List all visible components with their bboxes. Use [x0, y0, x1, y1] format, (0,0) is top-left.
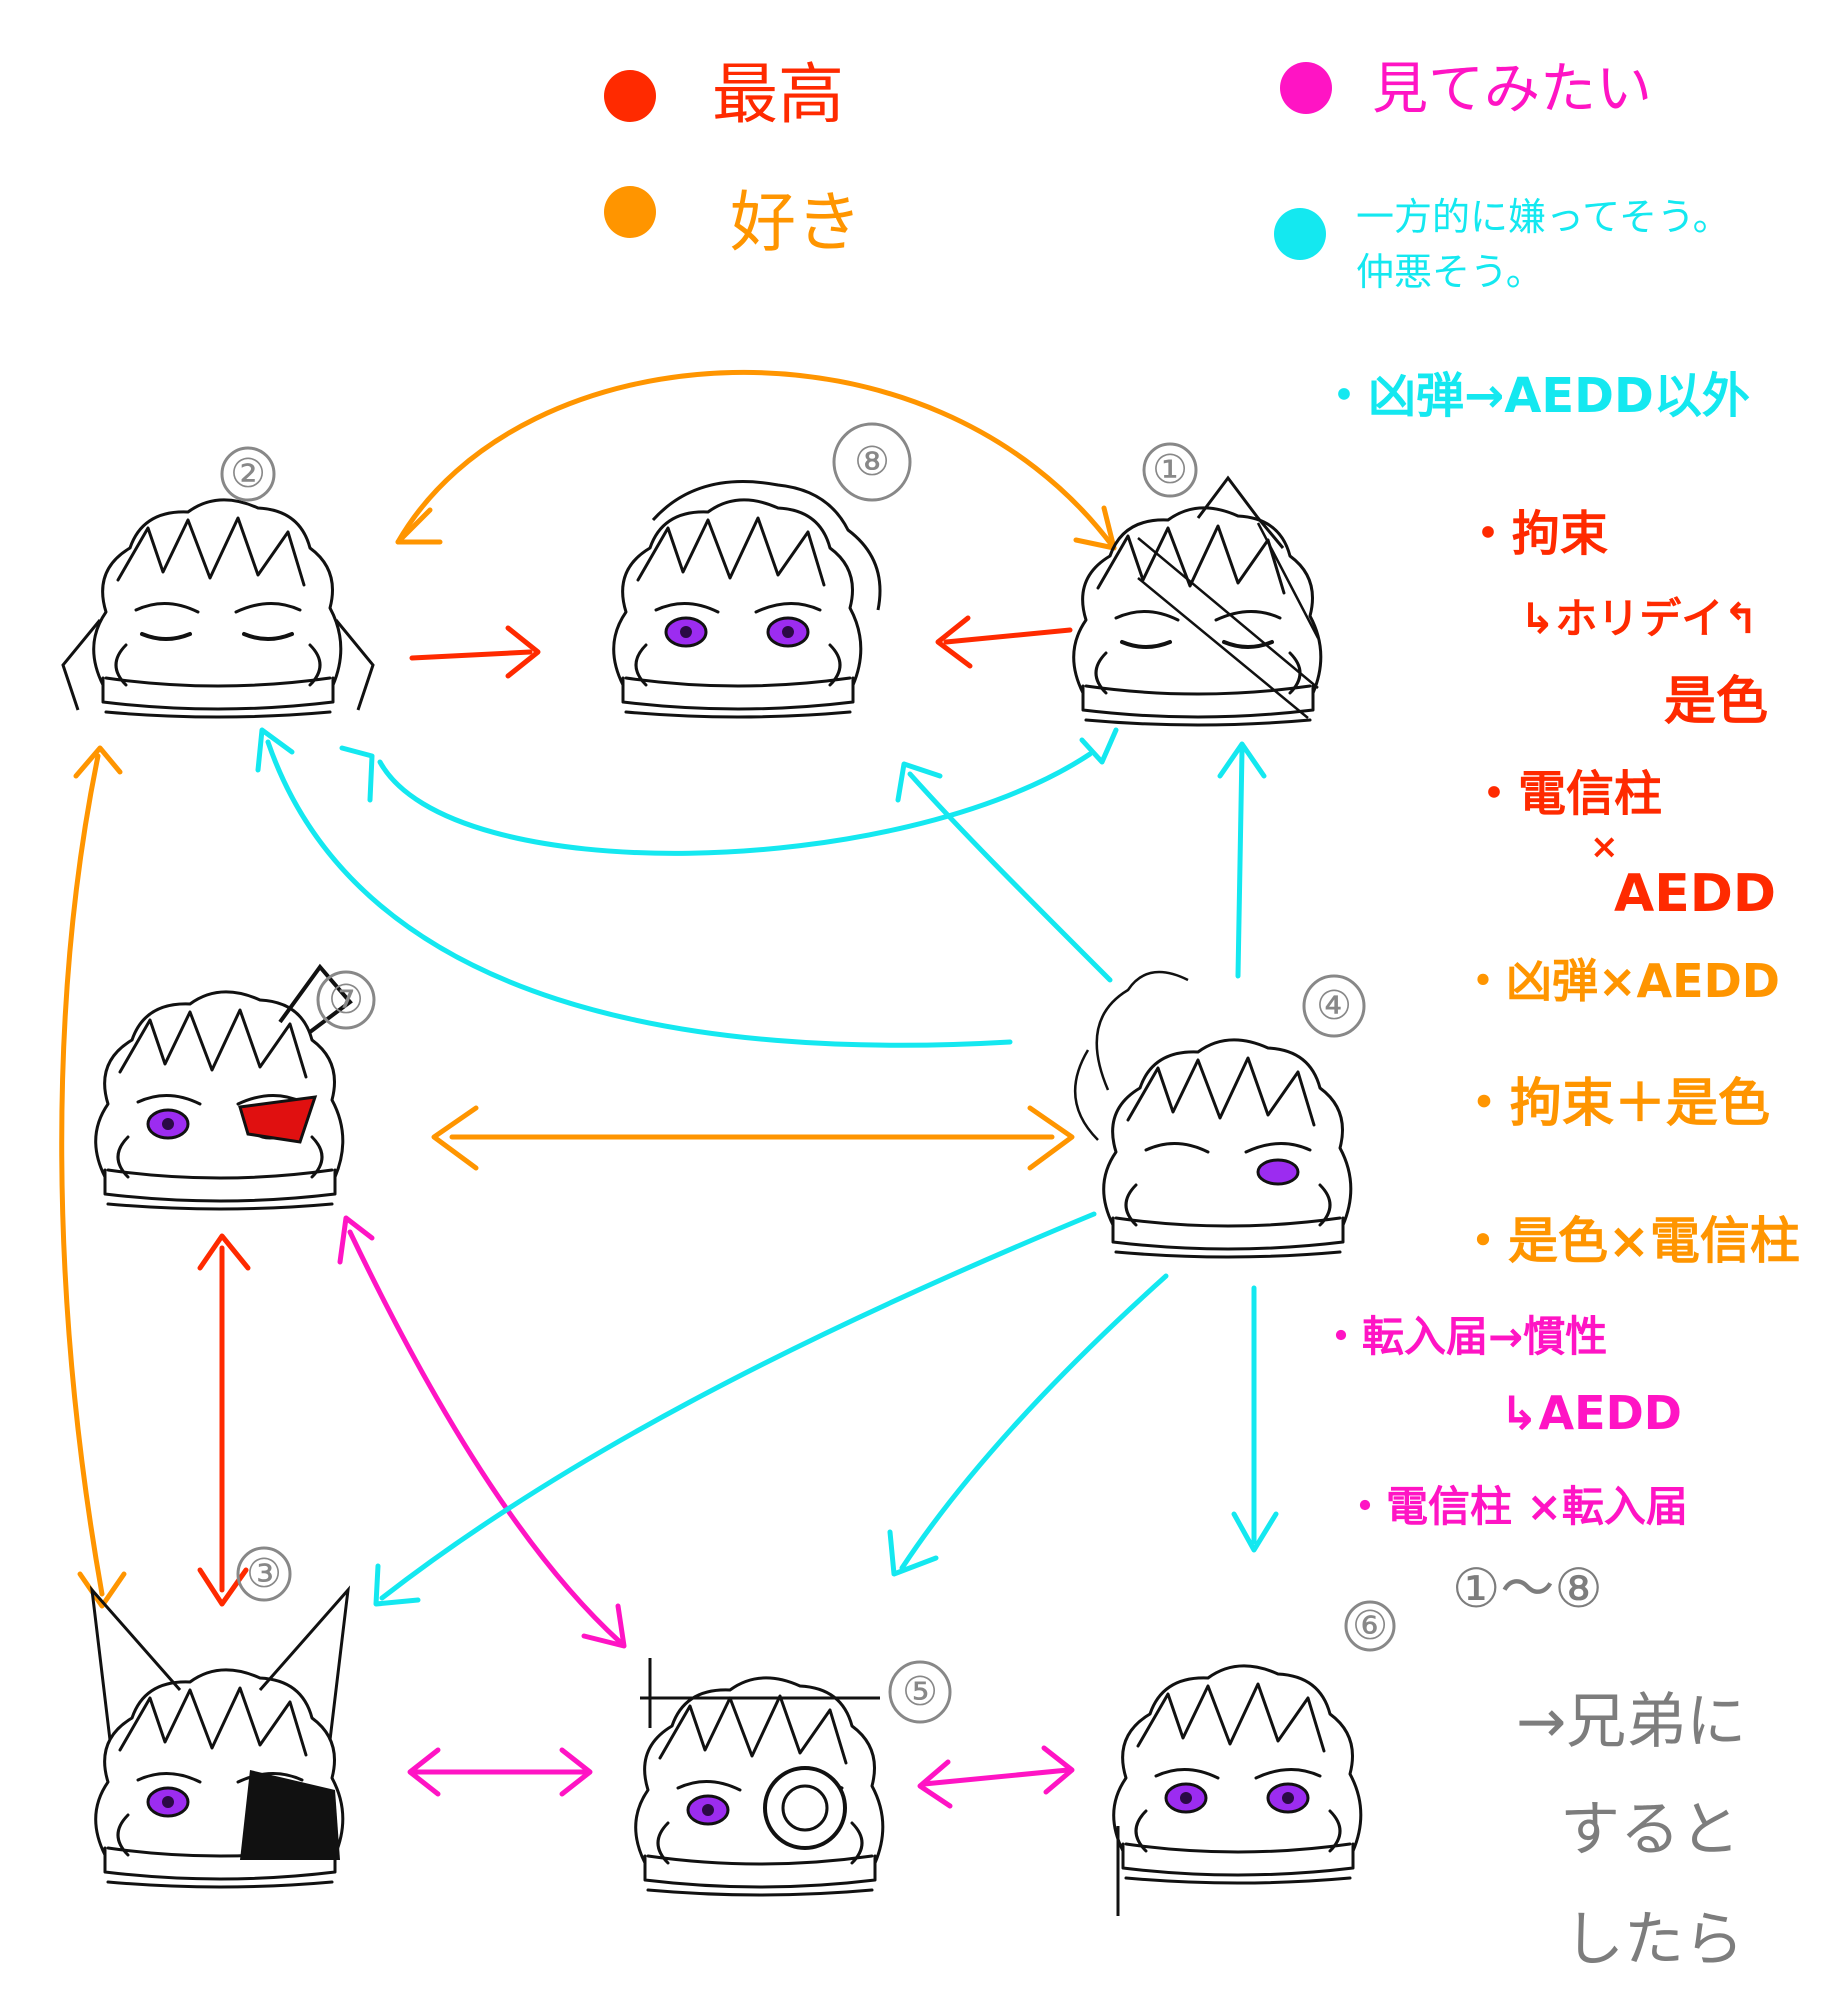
- node-number-8: ⑧: [832, 422, 912, 502]
- arrows-best: [197, 615, 1073, 1607]
- node-number-5-text: ⑤: [902, 1669, 938, 1715]
- arrows-dislike: [255, 727, 1279, 1607]
- note-6: ×: [1590, 827, 1619, 867]
- node-number-4: ④: [1302, 974, 1366, 1038]
- node-number-1-text: ①: [1152, 447, 1188, 493]
- legend-dot-like: [604, 186, 656, 238]
- note-15: →兄弟に: [1516, 1687, 1747, 1757]
- arrows-like: [59, 370, 1117, 1609]
- character-7: [94, 963, 353, 1211]
- node-number-6-text: ⑥: [1352, 1603, 1388, 1649]
- node-number-6: ⑥: [1344, 1600, 1396, 1652]
- node-numbers: ① ② ③ ④ ⑤ ⑥ ⑦ ⑧: [220, 422, 1396, 1724]
- legend-dot-best: [604, 70, 656, 122]
- node-number-5: ⑤: [888, 1660, 952, 1724]
- node-number-2: ②: [220, 446, 276, 502]
- note-10: ・是色×電信柱: [1458, 1212, 1800, 1270]
- character-2: [61, 498, 375, 719]
- legend-label-want-to-see: 見てみたい: [1372, 57, 1652, 122]
- character-4: [1073, 970, 1353, 1259]
- note-17: したら: [1564, 1905, 1744, 1975]
- character-5: [634, 1658, 885, 1897]
- node-number-1: ①: [1142, 442, 1198, 498]
- note-1: ・凶弾→AEDD以外: [1320, 368, 1750, 424]
- node-number-3-text: ③: [246, 1551, 282, 1597]
- note-4: 是色: [1664, 672, 1769, 732]
- character-3: [89, 1585, 351, 1889]
- node-number-4-text: ④: [1316, 983, 1352, 1029]
- character-8: [612, 480, 882, 719]
- node-number-7: ⑦: [316, 970, 376, 1030]
- character-6: [1112, 1664, 1363, 1916]
- legend-label-best: 最高: [712, 56, 844, 133]
- note-11: ・転入届→慣性: [1320, 1312, 1608, 1361]
- note-14: ①〜⑧: [1452, 1557, 1603, 1620]
- node-number-8-text: ⑧: [854, 439, 890, 485]
- note-7: AEDD: [1614, 864, 1777, 924]
- note-3: ↳ホリデイ↰: [1520, 594, 1759, 643]
- note-2: ・拘束: [1464, 506, 1609, 562]
- note-5: ・電信柱: [1470, 766, 1663, 822]
- node-number-7-text: ⑦: [328, 977, 364, 1023]
- legend-label-dislike: 一方的に嫌ってそう。 仲悪そう。: [1356, 195, 1731, 295]
- legend-dot-dislike: [1274, 208, 1326, 260]
- node-number-2-text: ②: [230, 451, 266, 497]
- arrows-want-to-see: [337, 1215, 1075, 1809]
- legend-dot-want-to-see: [1280, 62, 1332, 114]
- node-number-3: ③: [236, 1546, 292, 1602]
- note-16: すると: [1560, 1795, 1740, 1865]
- note-9: ・拘束＋是色: [1458, 1074, 1771, 1134]
- note-13: ・電信柱 ×転入届: [1344, 1482, 1688, 1531]
- character-1: [1072, 475, 1323, 727]
- note-12: ↳AEDD: [1500, 1386, 1682, 1440]
- note-8: ・凶弾×AEDD: [1460, 954, 1780, 1008]
- legend-label-like: 好き: [730, 184, 862, 261]
